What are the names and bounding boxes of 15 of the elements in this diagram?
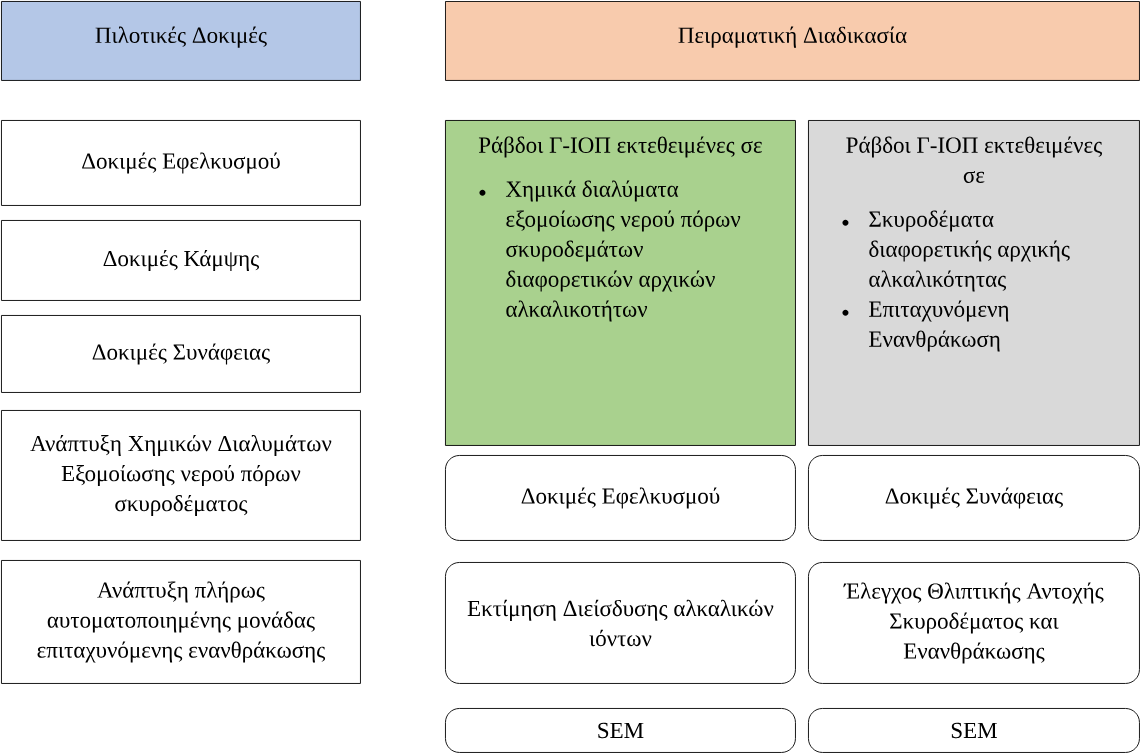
process-box: Δοκιμές Κάμψης xyxy=(1,220,361,301)
process-box: Δοκιμές Εφελκυσμού xyxy=(1,120,361,206)
process-box: Δοκιμές Συνάφειας xyxy=(1,315,361,393)
process-box: Ανάπτυξη πλήρως αυτοματοποιημένης μονάδας επιταχυνόμενης ενανθράκωσης xyxy=(1,560,361,684)
test-box: Έλεγχος Θλιπτικής Αντοχής Σκυροδέματος και Ενανθράκωσης xyxy=(808,562,1140,684)
test-box: SEM xyxy=(445,708,796,753)
header-box: Πειραματική Διαδικασία xyxy=(445,1,1140,81)
process-box: Ανάπτυξη Χημικών Διαλυμάτων Εξομοίωσης νερού πόρων σκυροδέματος xyxy=(1,410,361,541)
test-box: Δοκιμές Εφελκυσμού xyxy=(445,455,796,541)
test-box: Δοκιμές Συνάφειας xyxy=(808,455,1140,541)
test-box: SEM xyxy=(808,708,1140,753)
test-box: Εκτίμηση Διείσδυσης αλκαλικών ιόντων xyxy=(445,562,796,684)
exposure-box: Ράβδοι Γ-ΙΟΠ εκτεθειμένες σε Χημικά διαλύματα εξομοίωσης νερού πόρων σκυροδεμάτων διαφορετικών αρχικών αλκαλικοτήτων xyxy=(445,120,796,446)
exposure-box: Ράβδοι Γ-ΙΟΠ εκτεθειμένες σε Σκυροδέματα διαφορετικής αρχικής αλκαλικότητας Επιταχυνόμενη Ενανθράκωση xyxy=(808,120,1140,446)
header-box: Πιλοτικές Δοκιμές xyxy=(1,1,361,81)
